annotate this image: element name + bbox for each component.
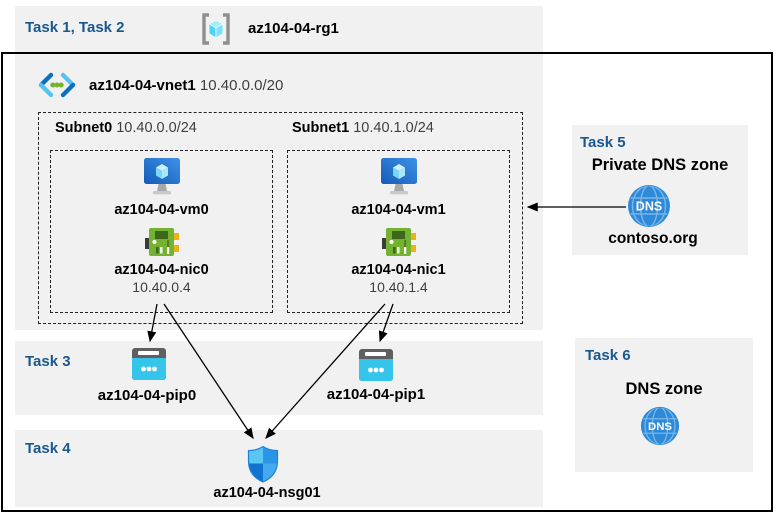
subnet1-name: Subnet1	[292, 120, 350, 136]
subnet1-label: Subnet1 10.40.1.0/24	[292, 120, 434, 136]
task5-label: Task 5	[580, 134, 626, 151]
nic0-name: az104-04-nic0	[114, 262, 209, 278]
vm0-name: az104-04-vm0	[114, 202, 209, 218]
nic0-ip: 10.40.0.4	[132, 279, 191, 295]
nic-icon	[381, 228, 416, 256]
resource-group-boundary	[1, 52, 773, 512]
vnet-title: az104-04-vnet1 10.40.0.0/20	[89, 77, 283, 94]
vnet-region: az104-04-vnet1 10.40.0.0/20 Subnet0 10.4…	[15, 54, 543, 330]
task4-label: Task 4	[25, 440, 71, 457]
dns-icon: DNS	[640, 406, 680, 446]
private-dns-zone-title: Private DNS zone	[591, 156, 729, 174]
nic1-ip: 10.40.1.4	[369, 279, 428, 295]
subnet0-content: az104-04-vm0 az104-04-nic0 10.40.0.4	[50, 158, 273, 295]
dns-icon-text: DNS	[648, 421, 672, 433]
dns-zone-title: DNS zone	[625, 380, 703, 398]
task-1-2-label: Task 1, Task 2	[25, 19, 125, 36]
vm-icon	[380, 158, 417, 195]
task6-box: Task 6 DNS zone DNS	[575, 338, 753, 472]
nic-icon	[144, 228, 179, 256]
vm1-name: az104-04-vm1	[351, 202, 446, 218]
vnet-icon	[38, 72, 76, 98]
subnet1-box	[287, 150, 510, 313]
subnet0-name: Subnet0	[55, 120, 113, 136]
nic1-name: az104-04-nic1	[351, 262, 446, 278]
task5-box: Task 5 Private DNS zone DNS contoso.org	[572, 125, 748, 255]
subnet1-cidr: 10.40.1.0/24	[353, 120, 434, 136]
nsg-icon	[247, 445, 279, 483]
resource-group-name: az104-04-rg1	[248, 20, 339, 37]
private-dns-zone-name: contoso.org	[608, 230, 698, 247]
task4-band: Task 4 az104-04-nsg01	[15, 430, 543, 507]
task6-label: Task 6	[585, 347, 631, 364]
vnet-cidr: 10.40.0.0/20	[199, 77, 284, 94]
subnet0-cidr: 10.40.0.0/24	[116, 120, 197, 136]
task3-label: Task 3	[25, 353, 71, 370]
resource-group-icon	[202, 13, 230, 45]
subnet1-content: az104-04-vm1 az104-04-nic1 10.40.1.4	[287, 158, 510, 295]
public-ip-icon	[132, 348, 166, 380]
top-task-band: Task 1, Task 2 az104-04-rg1	[15, 6, 543, 52]
dns-icon: DNS	[628, 185, 670, 227]
nsg-name: az104-04-nsg01	[213, 485, 321, 501]
subnet0-label: Subnet0 10.40.0.0/24	[55, 120, 197, 136]
vnet-name: az104-04-vnet1	[89, 77, 196, 94]
subnet0-box	[50, 150, 273, 313]
dns-icon-text: DNS	[636, 200, 662, 214]
vm-icon	[143, 158, 180, 195]
